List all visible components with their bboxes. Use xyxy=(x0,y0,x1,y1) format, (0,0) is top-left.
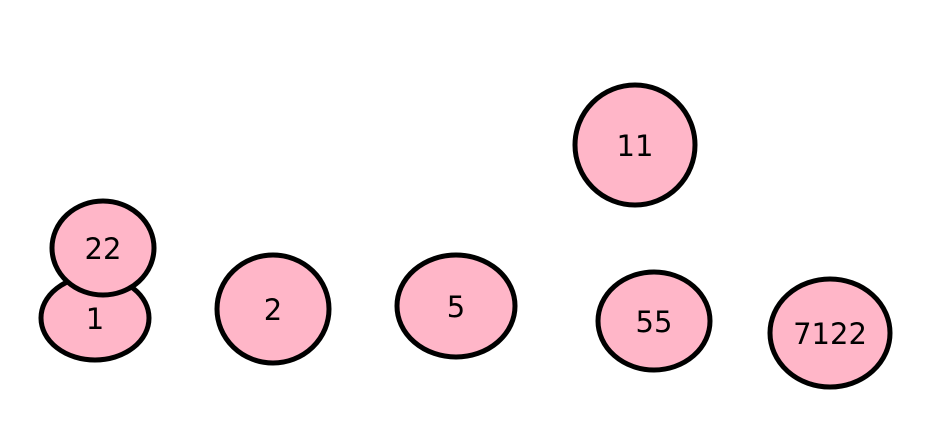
node-label: 2 xyxy=(264,293,282,327)
node-label: 22 xyxy=(85,232,122,266)
node-circle[interactable] xyxy=(49,198,157,298)
node-label: 55 xyxy=(636,305,673,339)
graph-node[interactable]: 7122 xyxy=(767,276,893,390)
node-circle[interactable] xyxy=(214,252,332,366)
graph-node[interactable]: 5 xyxy=(394,252,518,360)
node-circle[interactable] xyxy=(394,252,518,360)
node-circle[interactable] xyxy=(767,276,893,390)
node-label: 11 xyxy=(617,129,654,163)
node-circle[interactable] xyxy=(572,82,698,208)
node-label: 5 xyxy=(447,290,465,324)
node-label: 7122 xyxy=(793,317,867,351)
node-circle[interactable] xyxy=(595,269,713,373)
graph-node[interactable]: 55 xyxy=(595,269,713,373)
graph-node[interactable]: 22 xyxy=(49,198,157,298)
graph-node[interactable]: 2 xyxy=(214,252,332,366)
node-label: 1 xyxy=(86,302,104,336)
graph-node[interactable]: 11 xyxy=(572,82,698,208)
nodes-layer: 1 2 5 11 55 7122 22 xyxy=(38,82,893,390)
